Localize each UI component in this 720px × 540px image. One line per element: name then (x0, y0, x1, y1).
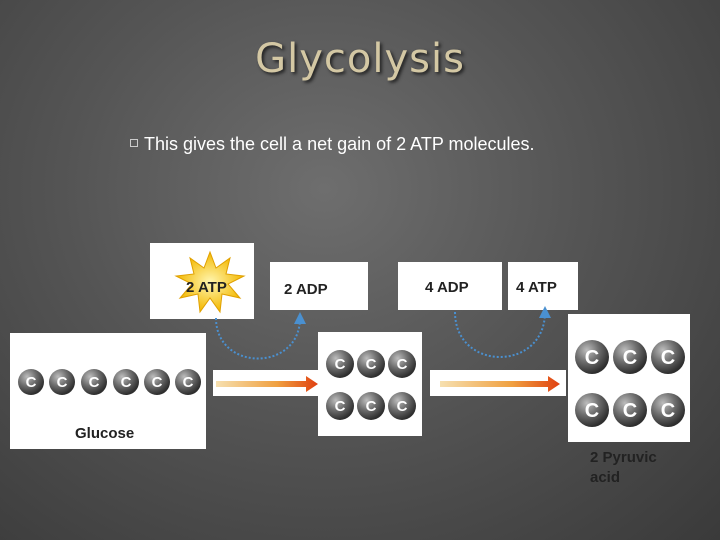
adp-out-label: 2 ADP (284, 281, 328, 298)
carbon-atom: C (183, 374, 194, 391)
carbon-atom: C (26, 374, 37, 391)
adp-to-atp-arrow (454, 306, 551, 358)
carbon-atom: C (585, 400, 599, 422)
carbon-atom: C (397, 356, 408, 373)
atp-out-panel (508, 262, 578, 310)
reaction-arrow-left (216, 376, 318, 392)
carbon-atom: C (661, 347, 675, 369)
carbon-atom: C (57, 374, 68, 391)
pyruvic-label-line1: 2 Pyruvic (590, 449, 657, 466)
carbon-atom: C (623, 400, 637, 422)
intermediate-molecule: C C C C C C (326, 350, 416, 420)
carbon-atom: C (585, 347, 599, 369)
atp-in-label: 2 ATP (186, 279, 227, 296)
adp-out-panel (270, 262, 368, 310)
glucose-panel (10, 333, 206, 449)
pyruvic-acid-molecules: C C C C C C (575, 340, 685, 427)
carbon-atom: C (366, 398, 377, 415)
atp-to-adp-arrow (215, 312, 306, 360)
carbon-atom: C (152, 374, 163, 391)
carbon-atom: C (623, 347, 637, 369)
pyruvic-label-line2: acid (590, 469, 621, 486)
carbon-atom: C (335, 398, 346, 415)
slide-title: Glycolysis (255, 36, 465, 82)
carbon-atom: C (661, 400, 675, 422)
carbon-atom: C (366, 356, 377, 373)
bullet-label: This gives the cell a net gain of 2 ATP … (144, 134, 535, 154)
starburst-icon (174, 250, 246, 314)
bullet-square-icon (130, 139, 138, 147)
glucose-molecule: C C C C C C (18, 369, 201, 395)
atp-out-label: 4 ATP (516, 279, 557, 296)
reaction-arrow-right (440, 376, 560, 392)
carbon-atom: C (89, 374, 100, 391)
adp-in-panel (398, 262, 502, 310)
carbon-atom: C (335, 356, 346, 373)
adp-in-label: 4 ADP (425, 279, 469, 296)
bullet-text: This gives the cell a net gain of 2 ATP … (130, 134, 535, 155)
carbon-atom: C (121, 374, 132, 391)
glucose-label: Glucose (75, 425, 135, 442)
carbon-atom: C (397, 398, 408, 415)
